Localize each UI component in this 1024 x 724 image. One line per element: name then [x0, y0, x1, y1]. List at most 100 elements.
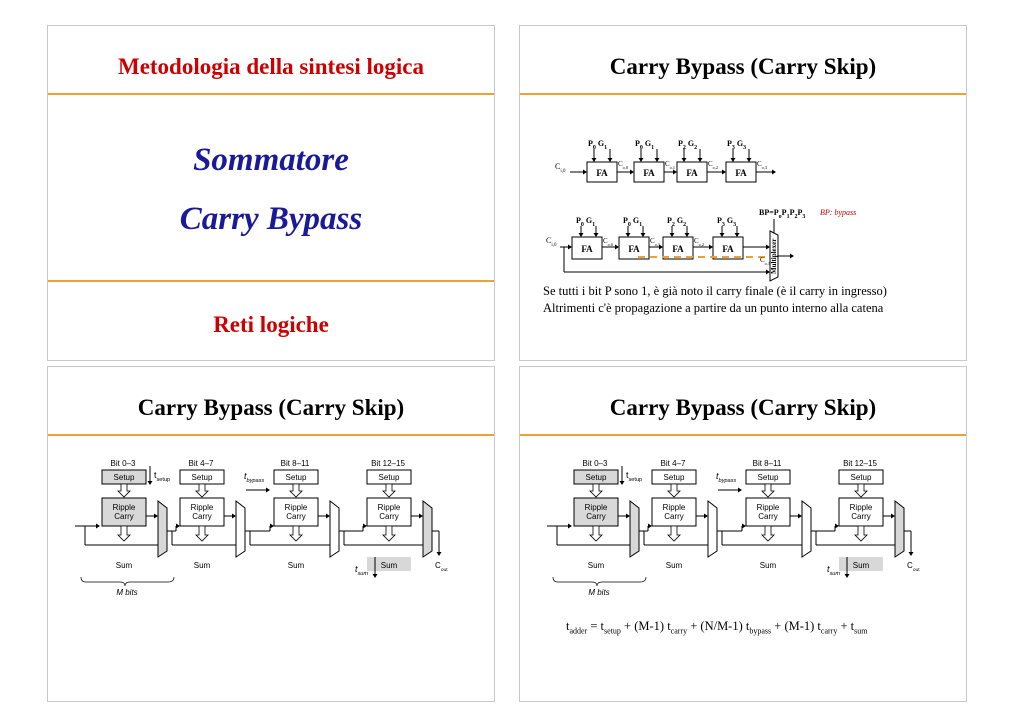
- ripple-label1-3: Ripple: [378, 503, 401, 512]
- ripple-label2-0: Carry: [114, 512, 134, 521]
- t-bypass-arrow-head: [266, 487, 270, 493]
- t-setup-label: tsetup: [154, 470, 170, 483]
- setup-label-3: Setup: [851, 473, 872, 482]
- fa-label-0: FA: [581, 244, 593, 254]
- mux-0: [629, 499, 640, 558]
- sum-label-3: Sum: [381, 561, 398, 570]
- cout-label: Cout: [907, 561, 920, 573]
- pg-label-2: P2 G2: [667, 216, 686, 228]
- ripple-to-mux-arrow-0-head: [626, 513, 630, 519]
- fa-label-2: FA: [672, 244, 684, 254]
- sum-label-2: Sum: [760, 561, 777, 570]
- setup-to-ripple-arrow-2: [289, 483, 303, 498]
- mux-2: [801, 499, 812, 558]
- t-bypass-label: tbypass: [244, 471, 264, 484]
- formula-term-2: + (M-1) t: [620, 619, 671, 633]
- carry-arrow-1-head: [673, 169, 677, 175]
- carry-label-1: Co,1: [665, 160, 675, 171]
- mux-3: [422, 499, 433, 558]
- pg-label-1: P0 G1: [635, 139, 654, 151]
- formula-sub-3: bypass: [749, 626, 772, 636]
- mux-1: [707, 499, 718, 558]
- ripple-label2-2: Carry: [286, 512, 306, 521]
- p-arrow-1-head: [625, 233, 631, 237]
- bp-label: BP=PoP1P2P3: [759, 208, 805, 220]
- t-sum-arrow-head: [844, 574, 850, 578]
- ripple-label1-1: Ripple: [191, 503, 214, 512]
- formula-sub-0: adder: [569, 626, 588, 636]
- title-rule: [520, 434, 966, 436]
- cout-arrow-head: [908, 552, 914, 556]
- carry-label-2: Co,2: [694, 237, 704, 248]
- cout-label: Cout: [435, 561, 448, 573]
- fa-block-0: [571, 236, 603, 260]
- setup-to-ripple-arrow-0: [117, 483, 131, 498]
- title-rule: [48, 93, 494, 95]
- carry-arrow-0-head: [630, 169, 634, 175]
- slide-title: Metodologia della sintesi logica Sommato…: [47, 25, 495, 361]
- t-sum-label: tsum: [355, 564, 368, 577]
- fa-block-3: [712, 236, 744, 260]
- pg-label-0: P0 G1: [576, 216, 595, 228]
- g-arrow-3-head: [746, 158, 752, 162]
- carry-label-2: Co,2: [708, 160, 718, 171]
- chain-arrow-1-head: [648, 523, 652, 529]
- ripple-label2-3: Carry: [851, 512, 871, 521]
- ripple-label2-1: Carry: [664, 512, 684, 521]
- formula-term-1: = t: [587, 619, 605, 633]
- bit-label-1: Bit 4–7: [661, 459, 686, 468]
- ripple-label1-2: Ripple: [757, 503, 780, 512]
- bit-label-0: Bit 0–3: [111, 459, 136, 468]
- pg-label-3: P3 G3: [717, 216, 736, 228]
- carry-in-label: Ci,0: [555, 162, 566, 174]
- bypass-arrow-in-head: [766, 269, 770, 275]
- g-arrow-1-head: [654, 158, 660, 162]
- ripple-block-1: [651, 497, 697, 527]
- ripple-to-mux-arrow-0-head: [154, 513, 158, 519]
- fa-label-3: FA: [722, 244, 734, 254]
- ripple-to-mux-arrow-2-head: [326, 513, 330, 519]
- cout-arrow-head: [436, 552, 442, 556]
- p-arrow-2-head: [681, 158, 687, 162]
- main-title-line1: Sommatore: [193, 142, 349, 178]
- pg-label-2: P2 G2: [678, 139, 697, 151]
- ripple-label1-3: Ripple: [850, 503, 873, 512]
- setup-label-0: Setup: [114, 473, 135, 482]
- sum-label-0: Sum: [588, 561, 605, 570]
- mux-0: [157, 499, 168, 558]
- multiplexer: [769, 230, 779, 282]
- p-arrow-1-head: [638, 158, 644, 162]
- chain-arrow-1-head: [176, 523, 180, 529]
- carry-label-0: Co,0: [618, 160, 628, 171]
- t-sum-label: tsum: [827, 564, 840, 577]
- carry-arrow-1-head: [659, 244, 663, 250]
- ripple-to-mux-arrow-3-head: [419, 513, 423, 519]
- g-arrow-0-head: [607, 158, 613, 162]
- ripple-label1-0: Ripple: [113, 503, 136, 512]
- setup-label-0: Setup: [586, 473, 607, 482]
- ripple-to-sum-arrow-2: [289, 525, 303, 542]
- mux-2: [329, 499, 340, 558]
- bit-label-1: Bit 4–7: [189, 459, 214, 468]
- fa-label-1: FA: [643, 168, 655, 178]
- ripple-to-sum-arrow-3: [854, 525, 868, 542]
- chain-arrow-2-head: [270, 523, 274, 529]
- main-title-line2: Carry Bypass: [179, 201, 363, 237]
- sum-label-3: Sum: [853, 561, 870, 570]
- g-arrow-2-head: [697, 158, 703, 162]
- p-arrow-0-head: [591, 158, 597, 162]
- slide3-title: Carry Bypass (Carry Skip): [137, 395, 405, 420]
- chain-arrow-3-head: [363, 523, 367, 529]
- formula-sub-4: carry: [820, 626, 838, 636]
- explanation-line1: Se tutti i bit P sono 1, è già noto il c…: [543, 284, 887, 298]
- carry-in-arrow-head: [568, 523, 572, 529]
- carry-label-0: Co,0: [603, 237, 613, 248]
- g-arrow-0-head: [593, 233, 599, 237]
- carry-arrow-0-head: [615, 244, 619, 250]
- formula-sub-2: carry: [670, 626, 688, 636]
- ripple-label2-3: Carry: [379, 512, 399, 521]
- pg-label-3: P3 G3: [727, 139, 746, 151]
